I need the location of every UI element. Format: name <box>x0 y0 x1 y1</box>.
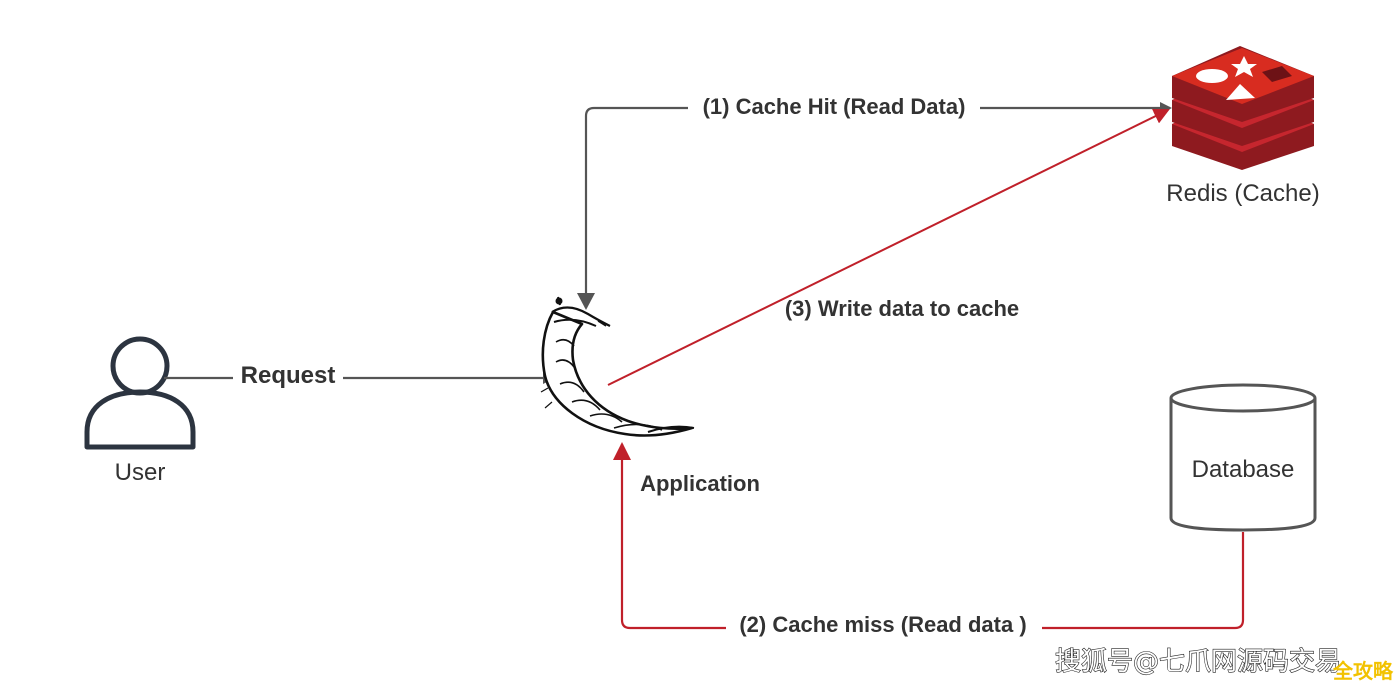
write-cache-edge: (3) Write data to cache <box>607 108 1170 386</box>
cache-miss-edge: (2) Cache miss (Read data ) <box>613 442 1245 640</box>
watermark: 搜狐号@七爪网源码交易 全攻略 <box>1054 646 1394 683</box>
write-cache-label: (3) Write data to cache <box>785 296 1019 321</box>
flask-logo-icon <box>540 296 695 437</box>
redis-node: Redis (Cache) <box>1166 46 1320 207</box>
database-label: Database <box>1192 456 1295 483</box>
user-node: User <box>84 336 196 486</box>
database-cylinder-icon <box>1169 383 1317 532</box>
cache-miss-label: (2) Cache miss (Read data ) <box>739 612 1026 637</box>
application-label: Application <box>640 471 760 496</box>
redis-label: Redis (Cache) <box>1166 180 1319 207</box>
user-icon <box>84 336 196 450</box>
watermark-text: 搜狐号@七爪网源码交易 <box>1055 647 1341 677</box>
request-edge: Request <box>164 360 555 390</box>
request-label: Request <box>241 362 336 389</box>
database-node: Database <box>1169 383 1317 532</box>
cache-hit-edge: (1) Cache Hit (Read Data) <box>577 92 1172 310</box>
redis-logo-icon <box>1172 46 1314 170</box>
cache-hit-label: (1) Cache Hit (Read Data) <box>703 94 966 119</box>
watermark-badge: 全攻略 <box>1332 659 1394 683</box>
application-node: Application <box>540 296 760 496</box>
user-label: User <box>115 459 166 486</box>
